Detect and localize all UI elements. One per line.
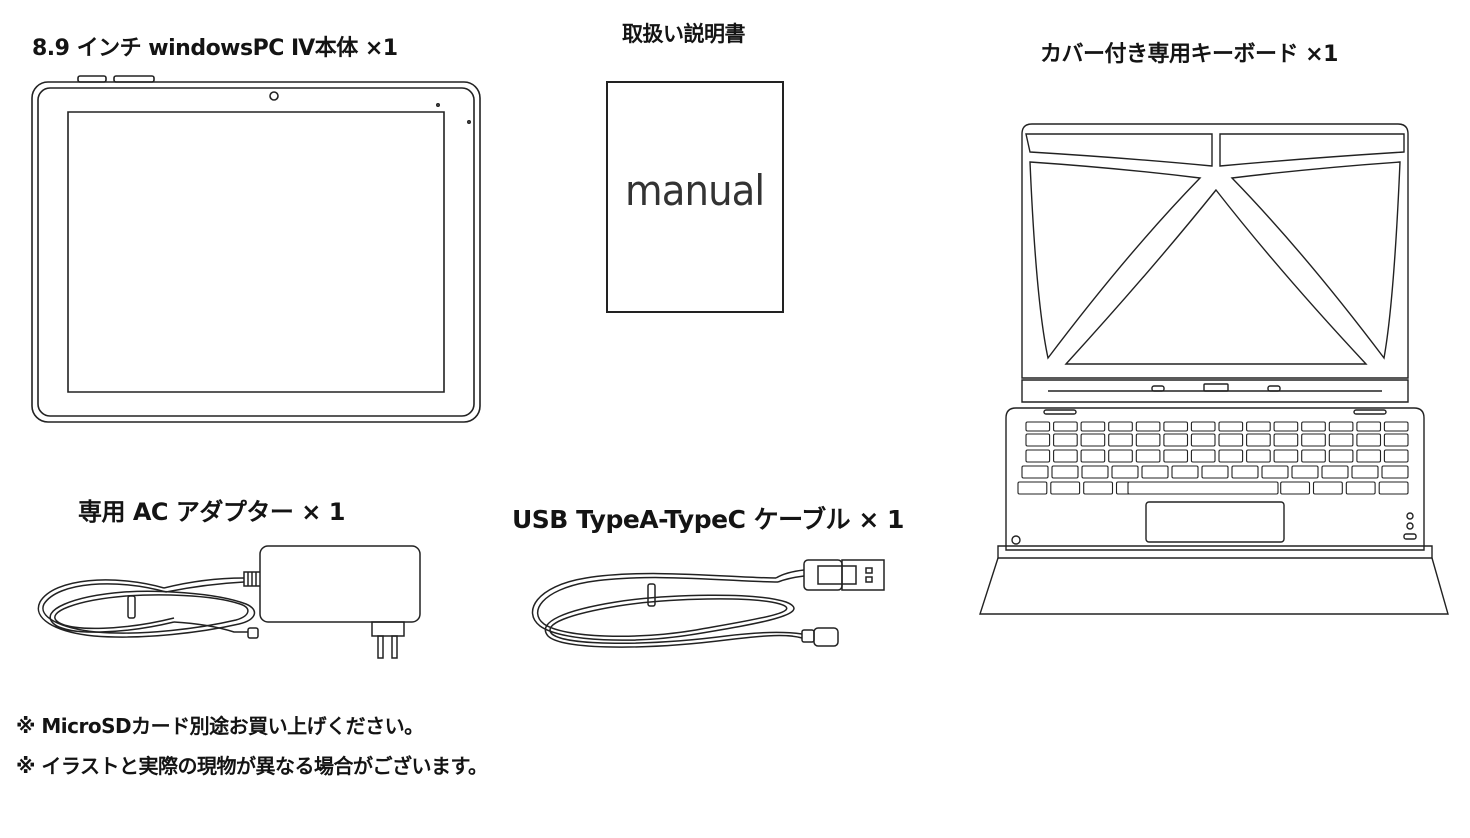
keyboard-key (1219, 422, 1243, 431)
keyboard-key (1026, 422, 1050, 431)
adapter-label: 専用 AC アダプター × 1 (78, 498, 345, 526)
keyboard-key (1136, 434, 1160, 446)
keyboard-key (1302, 450, 1326, 462)
keyboard-key (1219, 450, 1243, 462)
keyboard-key (1164, 450, 1188, 462)
keyboard-key (1164, 422, 1188, 431)
keyboard-key (1274, 450, 1298, 462)
keyboard-key (1384, 450, 1408, 462)
keyboard-key (1084, 482, 1113, 494)
keyboard-key (1022, 466, 1048, 478)
keyboard-key (1292, 466, 1318, 478)
keyboard-key (1357, 422, 1381, 431)
tablet-icon (30, 72, 482, 424)
keyboard-label: カバー付き専用キーボード ×1 (1040, 42, 1338, 67)
keyboard-key (1082, 466, 1108, 478)
keyboard-key (1112, 466, 1138, 478)
keyboard-key (1384, 434, 1408, 446)
ac-adapter-icon (34, 544, 424, 662)
keyboard-key (1018, 482, 1047, 494)
keyboard-key (1052, 466, 1078, 478)
keyboard-key (1322, 466, 1348, 478)
keyboard-key (1357, 434, 1381, 446)
keyboard-key (1081, 422, 1105, 431)
keyboard-key (1191, 422, 1215, 431)
manual-label: 取扱い説明書 (622, 22, 746, 46)
keyboard-key (1302, 422, 1326, 431)
keyboard-key (1329, 422, 1353, 431)
keyboard-key (1346, 482, 1375, 494)
keyboard-key (1314, 482, 1343, 494)
cable-label: USB TypeA-TypeC ケーブル × 1 (512, 505, 904, 534)
keyboard-key (1247, 450, 1271, 462)
keyboard-key (1081, 450, 1105, 462)
keyboard-key (1219, 434, 1243, 446)
keyboard-key (1142, 466, 1168, 478)
keyboard-key (1172, 466, 1198, 478)
manual-cover-text: manual (625, 165, 765, 215)
usb-cable-icon (526, 556, 892, 656)
keyboard-key (1281, 482, 1310, 494)
keyboard-key (1382, 466, 1408, 478)
keyboard-key (1026, 434, 1050, 446)
keyboard-key (1247, 422, 1271, 431)
keyboard-key (1274, 434, 1298, 446)
keyboard-key (1164, 434, 1188, 446)
keyboard-key (1302, 434, 1326, 446)
keyboard-key (1051, 482, 1080, 494)
keyboard-key (1262, 466, 1288, 478)
keyboard-key (1026, 450, 1050, 462)
keyboard-key (1054, 434, 1078, 446)
keyboard-key (1352, 466, 1378, 478)
keyboard-spacebar (1128, 482, 1278, 494)
tablet-label: 8.9 インチ windowsPC Ⅳ本体 ×1 (32, 36, 398, 61)
keyboard-key (1384, 422, 1408, 431)
keyboard-key (1357, 450, 1381, 462)
keyboard-key (1081, 434, 1105, 446)
keyboard-key (1109, 422, 1133, 431)
keyboard-cover-icon (978, 122, 1452, 618)
keyboard-key (1136, 422, 1160, 431)
keyboard-key (1379, 482, 1408, 494)
keyboard-key (1329, 450, 1353, 462)
keyboard-key (1136, 450, 1160, 462)
keyboard-key (1191, 434, 1215, 446)
manual-booklet-icon: manual (606, 81, 784, 313)
keyboard-key (1054, 422, 1078, 431)
keyboard-key (1329, 434, 1353, 446)
keyboard-key (1191, 450, 1215, 462)
keyboard-key (1202, 466, 1228, 478)
note-illustration-disclaimer: ※ イラストと実際の現物が異なる場合がございます。 (16, 754, 488, 778)
keyboard-key (1109, 434, 1133, 446)
keyboard-key (1274, 422, 1298, 431)
keyboard-key (1247, 434, 1271, 446)
keyboard-key (1232, 466, 1258, 478)
keyboard-key (1054, 450, 1078, 462)
keyboard-key (1109, 450, 1133, 462)
note-microsd: ※ MicroSDカード別途お買い上げください。 (16, 714, 424, 738)
